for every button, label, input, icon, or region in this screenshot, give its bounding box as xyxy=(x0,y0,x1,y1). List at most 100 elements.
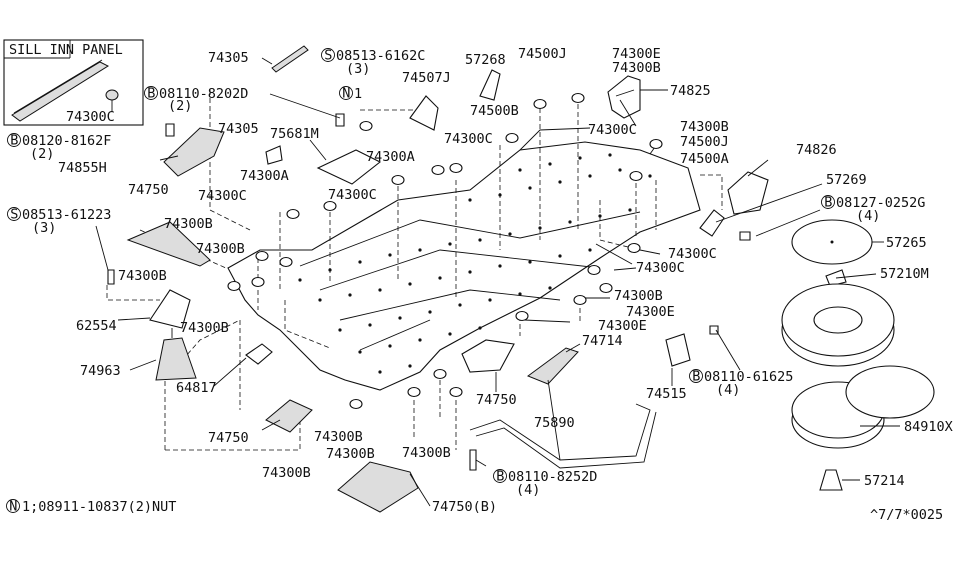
part-label: 57214 xyxy=(864,473,905,489)
part-label: 84910X xyxy=(904,419,953,435)
part-label: 62554 xyxy=(76,318,117,334)
part-label: (2) xyxy=(168,98,192,114)
floor-hole xyxy=(548,162,552,166)
floor-hole xyxy=(348,293,352,297)
part-label: 74300B xyxy=(314,429,363,445)
floor-hole xyxy=(398,316,402,320)
part-label: 74300B xyxy=(326,446,375,462)
symbol-circle xyxy=(493,469,507,483)
symbol-circle xyxy=(321,48,335,62)
floor-hole xyxy=(478,326,482,330)
part-label: 74300A xyxy=(366,149,415,165)
part-label: 74750 xyxy=(476,392,517,408)
part-label: 57210M xyxy=(880,266,929,282)
grommet xyxy=(349,398,363,410)
part-label: 08110-61625 xyxy=(704,369,793,385)
floor-hole xyxy=(368,323,372,327)
part-label: 74300C xyxy=(198,188,247,204)
part-label: 08120-8162F xyxy=(22,133,111,149)
grommet xyxy=(449,386,463,398)
symbol-letter: B xyxy=(10,133,18,149)
grommet xyxy=(571,92,585,104)
part-label: 74300E xyxy=(598,318,647,334)
floor-hole xyxy=(388,253,392,257)
grommet xyxy=(449,162,463,174)
part-label: 74750 xyxy=(128,182,169,198)
floor-hole xyxy=(518,292,522,296)
part-label: 74300B xyxy=(614,288,663,304)
part-label: 74300C xyxy=(328,187,377,203)
part-label: 64817 xyxy=(176,380,217,396)
part-label: 08110-8252D xyxy=(508,469,597,485)
floor-hole xyxy=(318,298,322,302)
floor-hole xyxy=(448,242,452,246)
grommet xyxy=(649,138,663,150)
footnote: 1;08911-10837(2)NUT xyxy=(22,499,176,515)
grommet xyxy=(515,310,529,322)
part-label: 74507J xyxy=(402,70,451,86)
part-label: 74305 xyxy=(218,121,259,137)
grommet xyxy=(286,208,300,220)
grommet xyxy=(359,120,373,132)
part-label: 74825 xyxy=(670,83,711,99)
floor-hole xyxy=(428,310,432,314)
part-label: 74750 xyxy=(208,430,249,446)
inset-sill-inner-panel: SILL INN PANEL xyxy=(3,39,144,126)
part-label: 08513-6162C xyxy=(336,48,425,64)
symbol-letter: N xyxy=(342,86,350,102)
symbol-letter: B xyxy=(496,469,504,485)
grommet xyxy=(433,368,447,380)
part-label: 74714 xyxy=(582,333,623,349)
grommet xyxy=(255,250,269,262)
floor-hole xyxy=(608,153,612,157)
part-label: 74500J xyxy=(680,134,729,150)
part-label: 74750(B) xyxy=(432,499,497,515)
floor-hole xyxy=(468,270,472,274)
symbol-circle xyxy=(821,195,835,209)
grommet xyxy=(587,264,601,276)
symbol-circle xyxy=(144,86,158,100)
part-label: 74826 xyxy=(796,142,837,158)
floor-panel xyxy=(227,127,701,391)
symbol-circle xyxy=(339,86,353,100)
floor-hole xyxy=(418,248,422,252)
floor-hole xyxy=(568,220,572,224)
grommet xyxy=(391,174,405,186)
symbol-circle xyxy=(689,369,703,383)
part-label: 75681M xyxy=(270,126,319,142)
floor-hole xyxy=(358,260,362,264)
floor-hole xyxy=(388,344,392,348)
part-label: 74500J xyxy=(518,46,567,62)
part-label: (3) xyxy=(32,220,56,236)
part-label: 57269 xyxy=(826,172,867,188)
part-label: 74300E xyxy=(626,304,675,320)
part-label: 74300B xyxy=(164,216,213,232)
part-label: 74300A xyxy=(240,168,289,184)
floor-hole xyxy=(478,238,482,242)
part-label: 74855H xyxy=(58,160,107,176)
part-label: 74300C xyxy=(668,246,717,262)
part-label: 08110-8202D xyxy=(159,86,248,102)
symbol-letter: S xyxy=(324,48,332,64)
labels: 74300C 74305 08513-6162C (3) 57268 74500… xyxy=(22,46,953,523)
floor-hole xyxy=(338,328,342,332)
grommet xyxy=(407,386,421,398)
symbol-letter: S xyxy=(10,207,18,223)
part-label: 08127-0252G xyxy=(836,195,925,211)
floor-hole xyxy=(448,332,452,336)
grommet xyxy=(629,170,643,182)
part-label: 74300B xyxy=(180,320,229,336)
part-label: 74963 xyxy=(80,363,121,379)
part-label: 74300C xyxy=(444,131,493,147)
symbol-circle xyxy=(7,133,21,147)
floor-hole xyxy=(408,364,412,368)
grommet xyxy=(323,200,337,212)
part-label: (2) xyxy=(30,146,54,162)
floor-hole xyxy=(378,288,382,292)
part-label: 74300B xyxy=(612,60,661,76)
floor-hole xyxy=(528,186,532,190)
grommet xyxy=(431,164,445,176)
inset-title: SILL INN PANEL xyxy=(9,42,123,58)
